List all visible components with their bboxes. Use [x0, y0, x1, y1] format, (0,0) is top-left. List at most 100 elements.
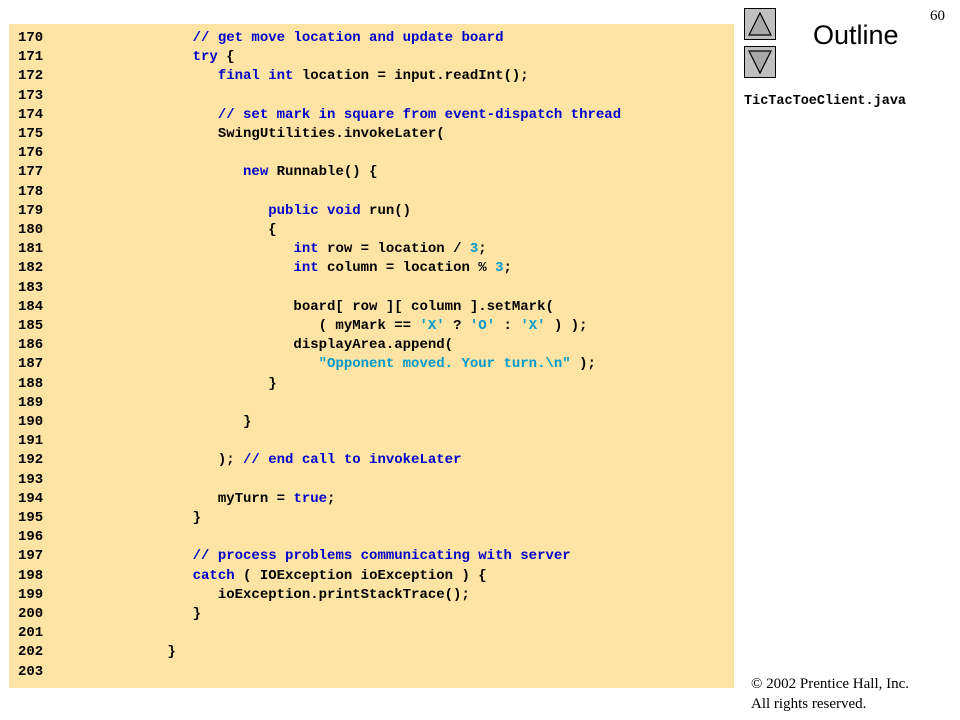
line-number: 184: [18, 298, 44, 315]
line-number: 186: [18, 337, 44, 354]
code-line: 190 }: [9, 413, 251, 432]
code-token: [117, 164, 243, 180]
line-number: 175: [18, 126, 44, 142]
code-line: 180 {: [9, 221, 277, 240]
line-number: 188: [18, 375, 44, 392]
line-number: 203: [18, 663, 44, 680]
copyright-line-1: © 2002 Prentice Hall, Inc.: [751, 676, 910, 692]
code-line: 184 board[ row ][ column ].setMark(: [9, 298, 554, 317]
line-number: 181: [18, 241, 44, 258]
code-token: myTurn =: [117, 490, 294, 507]
code-token: int: [293, 260, 319, 277]
code-line: 176: [9, 144, 117, 163]
code-token: 3: [495, 260, 504, 277]
line-number: 180: [18, 222, 44, 238]
line-number: 190: [18, 414, 44, 430]
line-number: 196: [18, 529, 44, 546]
code-line: 191: [9, 432, 117, 451]
code-line: 203: [9, 663, 117, 682]
code-token: true: [293, 490, 328, 507]
code-line: 192 ); // end call to invokeLater: [9, 451, 461, 470]
code-token: [117, 356, 319, 372]
file-name-label: TicTacToeClient.java: [744, 94, 907, 109]
code-token: 'O': [469, 318, 496, 334]
code-line: 197 // process problems communicating wi…: [9, 547, 571, 566]
line-number: 198: [18, 567, 44, 584]
code-token: catch: [192, 567, 235, 584]
code-token: // process problems communicating with s…: [192, 548, 571, 565]
code-line: 193: [9, 471, 117, 490]
code-token: 'X': [419, 318, 445, 334]
code-line: 171 try {: [9, 48, 235, 67]
code-token: final int: [217, 68, 294, 85]
code-listing: 170 // get move location and update boar…: [9, 24, 734, 688]
code-token: run(): [360, 202, 412, 219]
outline-title: Outline: [813, 20, 899, 50]
code-token: SwingUtilities.invokeLater(: [117, 126, 445, 142]
code-token: row = location /: [318, 241, 470, 258]
code-token: }: [117, 375, 277, 392]
line-number: 202: [18, 644, 44, 661]
code-token: location = input.readInt();: [293, 68, 529, 85]
line-number: 195: [18, 510, 44, 526]
line-number: 174: [18, 106, 44, 123]
code-line: 170 // get move location and update boar…: [9, 29, 503, 48]
line-number: 193: [18, 471, 44, 488]
code-line: 185 ( myMark == 'X' ? 'O' : 'X' ) );: [9, 317, 588, 336]
code-token: [117, 68, 218, 84]
code-token: }: [117, 414, 252, 430]
code-token: ;: [327, 490, 336, 507]
code-token: // end call to invokeLater: [243, 452, 462, 469]
code-line: 202 }: [9, 643, 176, 662]
code-token: column = location %: [318, 260, 496, 277]
code-token: [117, 260, 293, 276]
code-token: public void: [268, 202, 361, 219]
line-number: 197: [18, 548, 44, 565]
line-number: 176: [18, 145, 44, 162]
code-token: try: [192, 49, 218, 66]
code-line: 173: [9, 87, 117, 106]
code-token: board[ row ][ column ].setMark(: [117, 298, 554, 315]
code-token: [117, 568, 193, 584]
next-slide-button[interactable]: [744, 46, 776, 78]
code-token: // set mark in square from event-dispatc…: [217, 106, 622, 123]
line-number: 187: [18, 356, 44, 373]
code-token: // get move location and update board: [192, 30, 504, 46]
code-line: 179 public void run(): [9, 202, 411, 221]
line-number: 170: [18, 30, 44, 46]
code-line: 198 catch ( IOException ioException ) {: [9, 567, 487, 586]
code-line: 196: [9, 528, 117, 547]
copyright-notice: © 2002 Prentice Hall, Inc. All rights re…: [751, 674, 909, 714]
code-token: new: [243, 164, 269, 181]
code-token: );: [570, 356, 596, 373]
code-line: 188 }: [9, 375, 277, 394]
code-token: {: [217, 49, 235, 66]
line-number: 171: [18, 49, 44, 66]
code-line: 186 displayArea.append(: [9, 336, 453, 355]
code-token: [117, 548, 193, 564]
line-number: 183: [18, 279, 44, 296]
code-line: 187 "Opponent moved. Your turn.\n" );: [9, 355, 596, 374]
code-token: }: [117, 510, 202, 526]
code-line: 175 SwingUtilities.invokeLater(: [9, 125, 445, 144]
code-line: 201: [9, 624, 117, 643]
code-token: Runnable() {: [268, 164, 378, 181]
code-token: }: [117, 644, 176, 661]
code-line: 178: [9, 183, 117, 202]
code-token: ( IOException ioException ) {: [234, 567, 487, 584]
code-token: [117, 49, 193, 65]
code-line: 199 ioException.printStackTrace();: [9, 586, 470, 605]
triangle-down-icon: [748, 50, 772, 75]
line-number: 201: [18, 625, 44, 642]
code-token: ;: [503, 260, 512, 277]
line-number: 189: [18, 394, 44, 411]
code-token: 3: [469, 241, 479, 258]
line-number: 200: [18, 606, 44, 622]
code-line: 189: [9, 394, 117, 413]
line-number: 194: [18, 490, 44, 507]
line-number: 173: [18, 87, 44, 104]
line-number: 182: [18, 260, 44, 277]
previous-slide-button[interactable]: [744, 8, 776, 40]
code-token: [117, 241, 293, 257]
triangle-up-icon: [748, 11, 772, 36]
